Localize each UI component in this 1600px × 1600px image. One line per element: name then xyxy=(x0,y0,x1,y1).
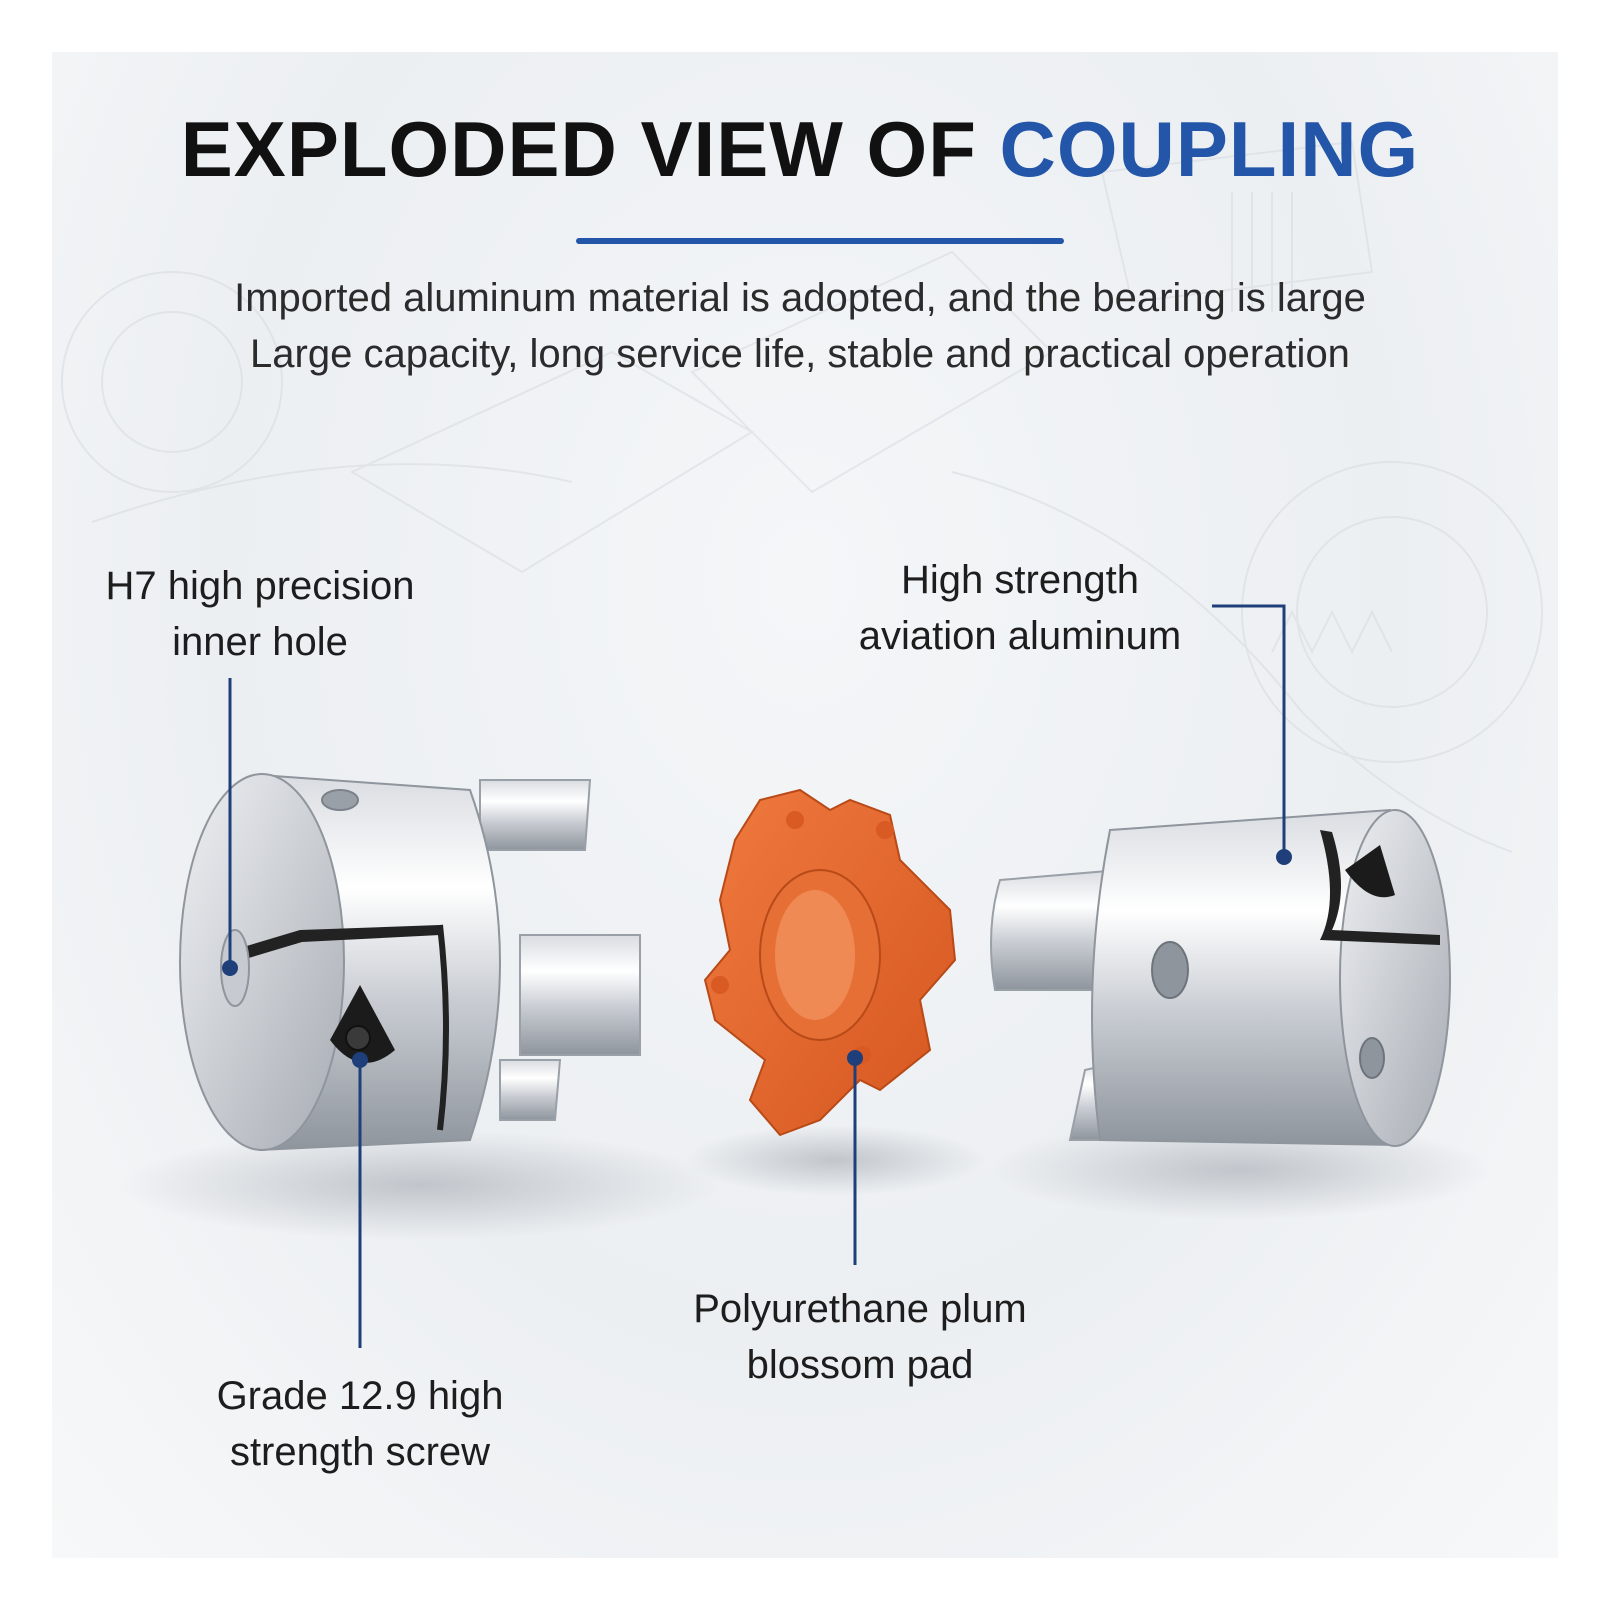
polyurethane-spider-pad xyxy=(703,788,957,1137)
left-hub-shadow xyxy=(120,1130,720,1240)
right-coupling-hub xyxy=(990,808,1451,1147)
callout-aluminum-line-1: High strength xyxy=(901,558,1139,602)
callout-inner-hole-line-1: H7 high precision xyxy=(105,564,415,608)
clamp-screw-head xyxy=(345,1025,371,1051)
right-hub-side-hole xyxy=(1151,941,1189,999)
leader-pad-dot xyxy=(847,1050,863,1066)
callout-screw: Grade 12.9 high strength screw xyxy=(160,1368,560,1480)
callout-pad-line-2: blossom pad xyxy=(746,1343,974,1387)
left-coupling-hub xyxy=(179,773,641,1152)
callout-screw-line-1: Grade 12.9 high xyxy=(216,1374,504,1418)
callout-screw-line-2: strength screw xyxy=(229,1430,491,1474)
callout-pad-line-1: Polyurethane plum xyxy=(693,1287,1027,1331)
technical-sketch-background xyxy=(61,140,1543,853)
subtitle-line-2: Large capacity, long service life, stabl… xyxy=(250,332,1350,376)
callout-aluminum: High strength aviation aluminum xyxy=(820,552,1220,664)
leader-lines xyxy=(222,604,1292,1348)
leader-aluminum xyxy=(1212,604,1286,857)
leader-inner-hole-dot xyxy=(222,960,238,976)
callout-pad: Polyurethane plum blossom pad xyxy=(660,1281,1060,1393)
right-hub-screw-pocket xyxy=(1345,845,1395,898)
pad-shadow xyxy=(685,1125,985,1195)
title-underline xyxy=(576,238,1064,244)
leader-aluminum-dot xyxy=(1276,849,1292,865)
callout-aluminum-line-2: aviation aluminum xyxy=(858,614,1182,658)
callout-inner-hole: H7 high precision inner hole xyxy=(60,558,460,670)
subtitle-line-1: Imported aluminum material is adopted, a… xyxy=(234,276,1366,320)
title-accent-text: COUPLING xyxy=(999,105,1420,193)
title-main-text: EXPLODED VIEW OF xyxy=(180,105,977,193)
page-title: EXPLODED VIEW OF COUPLING xyxy=(0,110,1600,188)
leader-screw-dot xyxy=(352,1052,368,1068)
callout-inner-hole-line-2: inner hole xyxy=(172,620,348,664)
